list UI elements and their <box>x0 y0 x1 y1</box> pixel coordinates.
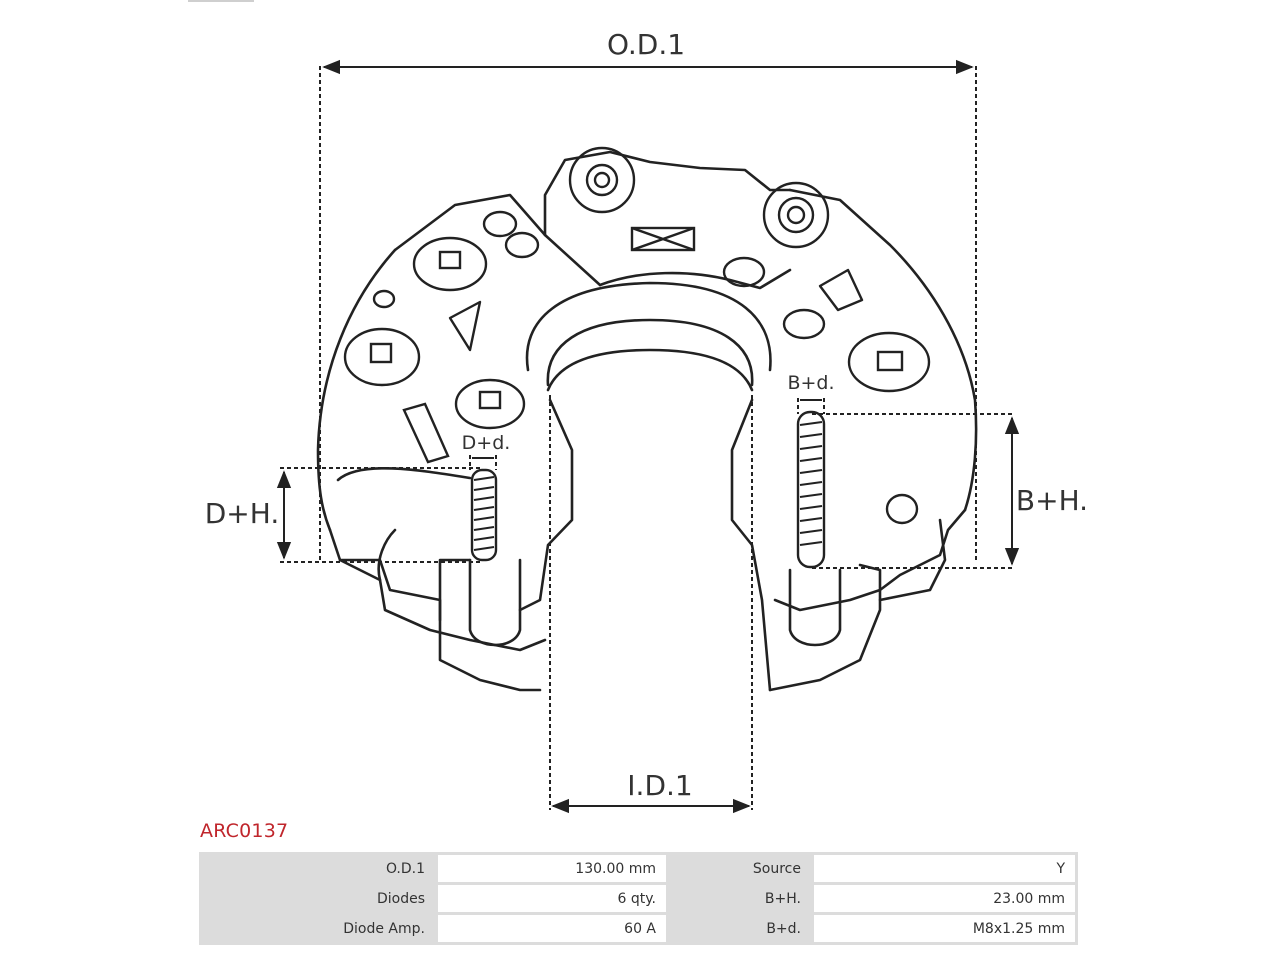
spec-label: O.D.1 <box>202 855 435 882</box>
right-body-rim <box>773 508 967 612</box>
spec-value: 60 A <box>438 915 666 942</box>
diode-3 <box>454 378 526 430</box>
left-body-rim <box>328 528 547 652</box>
diode-1 <box>412 236 488 292</box>
spec-label: Diodes <box>202 885 435 912</box>
label-id: I.D.1 <box>627 769 692 802</box>
spec-value: 23.00 mm <box>814 885 1075 912</box>
label-bh: B+H. <box>1016 484 1088 517</box>
spec-value: Y <box>814 855 1075 882</box>
center-plate-outline <box>543 150 792 237</box>
terminal-hole-center <box>568 146 636 214</box>
spec-label: B+d. <box>669 915 811 942</box>
center-hub <box>525 281 772 372</box>
spec-label: Source <box>669 855 811 882</box>
table-row: Diode Amp. 60 A B+d. M8x1.25 mm <box>202 915 1075 942</box>
spec-label: B+H. <box>669 885 811 912</box>
label-dd: D+d. <box>462 432 511 454</box>
spec-label: Diode Amp. <box>202 915 435 942</box>
spec-table: O.D.1 130.00 mm Source Y Diodes 6 qty. B… <box>199 852 1078 945</box>
part-code: ARC0137 <box>200 820 289 842</box>
table-row: Diodes 6 qty. B+H. 23.00 mm <box>202 885 1075 912</box>
slot-marker-left <box>402 402 450 464</box>
spec-value: M8x1.25 mm <box>814 915 1075 942</box>
diode-4 <box>847 331 931 393</box>
label-dh: D+H. <box>205 497 279 530</box>
table-row: O.D.1 130.00 mm Source Y <box>202 855 1075 882</box>
stud-b <box>796 410 826 569</box>
label-od: O.D.1 <box>607 28 685 61</box>
slot-marker-center <box>630 226 696 252</box>
label-bd: B+d. <box>787 372 834 394</box>
spec-value: 130.00 mm <box>438 855 666 882</box>
rectifier-drawing: O.D.1 I.D.1 D+H. D+d. B+H. B+d. <box>205 28 1088 814</box>
right-body-outline <box>788 188 978 512</box>
top-edge-line <box>188 0 254 2</box>
spec-value: 6 qty. <box>438 885 666 912</box>
terminal-hole-right <box>762 181 830 249</box>
diode-2 <box>343 327 421 387</box>
